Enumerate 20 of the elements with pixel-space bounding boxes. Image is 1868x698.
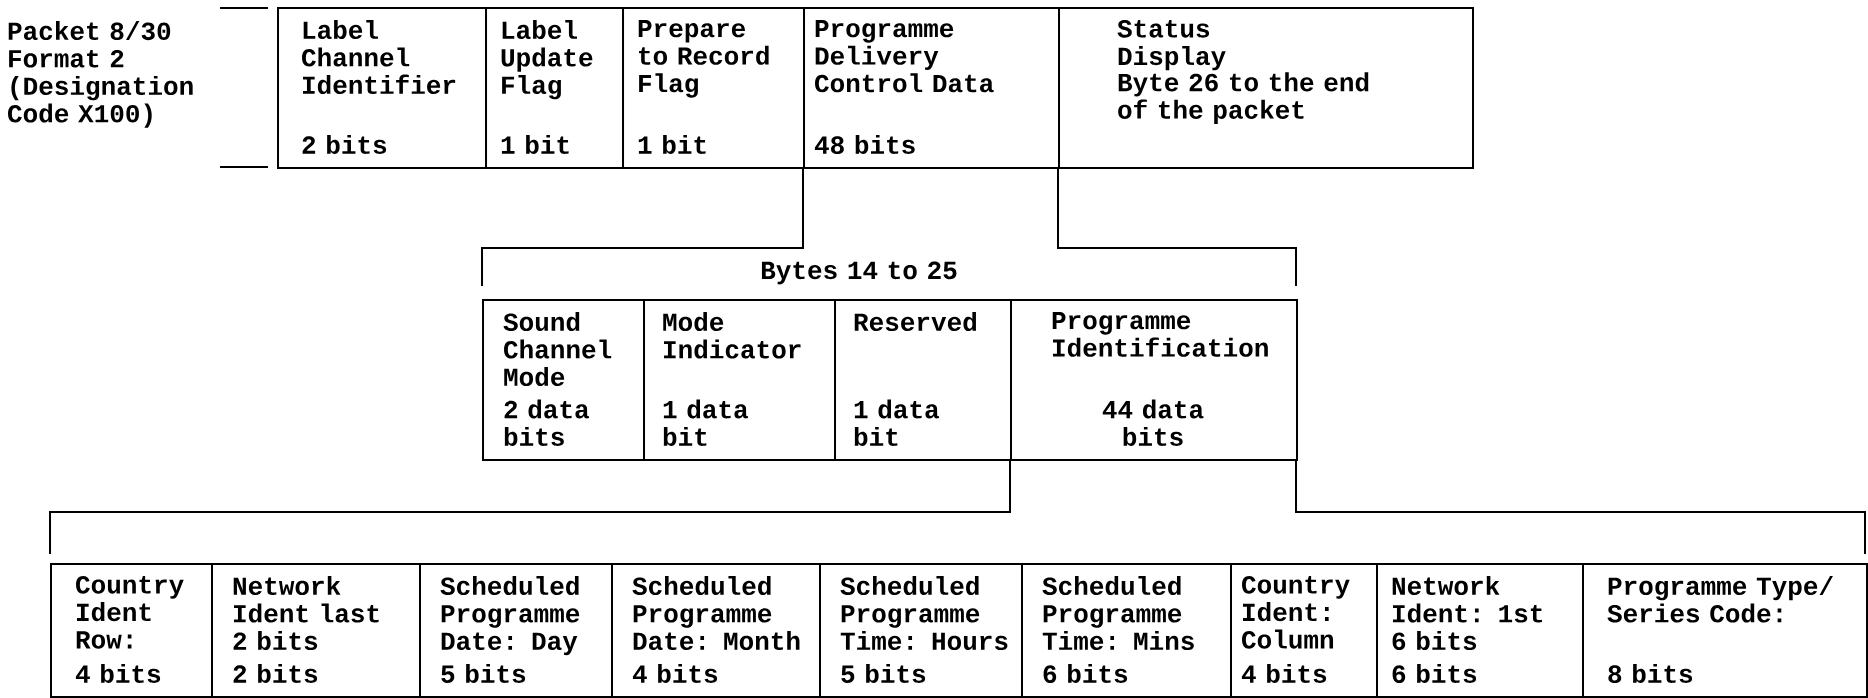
field-cell: Country Ident: Column 4 bits <box>1230 563 1378 698</box>
field-cell: Scheduled Programme Date: Month 4 bits <box>611 563 821 698</box>
field-cell: Reserved 1 data bit <box>834 299 1012 461</box>
field-cell: Mode Indicator 1 data bit <box>643 299 836 461</box>
field-cell: Programme Type/ Series Code: 8 bits <box>1582 563 1868 698</box>
field-cell: Country Ident Row: 4 bits <box>50 563 213 698</box>
bracket-label: Bytes 14 to 25 <box>761 261 957 285</box>
field-cell: Programme Identification 44 data bits <box>1010 299 1298 461</box>
field-cell: Network Ident: 1st 6 bits 6 bits <box>1376 563 1584 698</box>
field-cell: Label Update Flag 1 bit <box>485 7 624 169</box>
field-cell: Scheduled Programme Time: Mins 6 bits <box>1021 563 1232 698</box>
field-cell: Status Display Byte 26 to the end of the packet <box>1058 7 1474 169</box>
field-cell: Sound Channel Mode 2 data bits <box>482 299 645 461</box>
field-cell: Scheduled Programme Date: Day 5 bits <box>419 563 613 698</box>
field-cell: Scheduled Programme Time: Hours 5 bits <box>819 563 1023 698</box>
field-cell: Label Channel Identifier 2 bits <box>277 7 487 169</box>
field-cell: Network Ident last 2 bits 2 bits <box>211 563 421 698</box>
field-cell: Programme Delivery Control Data 48 bits <box>803 7 1060 169</box>
packet-label: Packet 8/30 Format 2 (Designation Code X100) <box>8 21 193 128</box>
field-cell: Prepare to Record Flag 1 bit <box>622 7 805 169</box>
